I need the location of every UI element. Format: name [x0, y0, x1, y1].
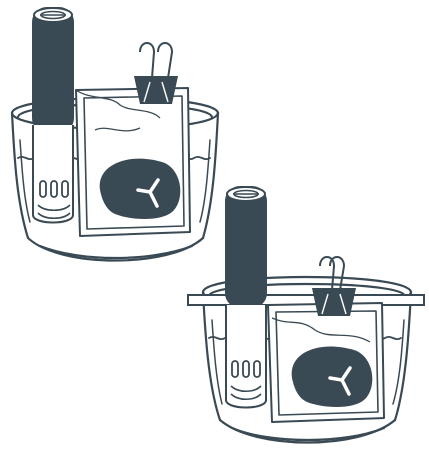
binder-clip-2 — [312, 256, 356, 316]
scene-clipped-bag — [10, 7, 220, 262]
binder-clip-1 — [134, 42, 178, 104]
immersion-circulator-1 — [32, 7, 74, 224]
steak-2 — [291, 346, 373, 407]
steak-1 — [99, 158, 181, 219]
immersion-circulator-2 — [225, 186, 267, 409]
scene-rod-clipped-bag — [187, 186, 425, 444]
